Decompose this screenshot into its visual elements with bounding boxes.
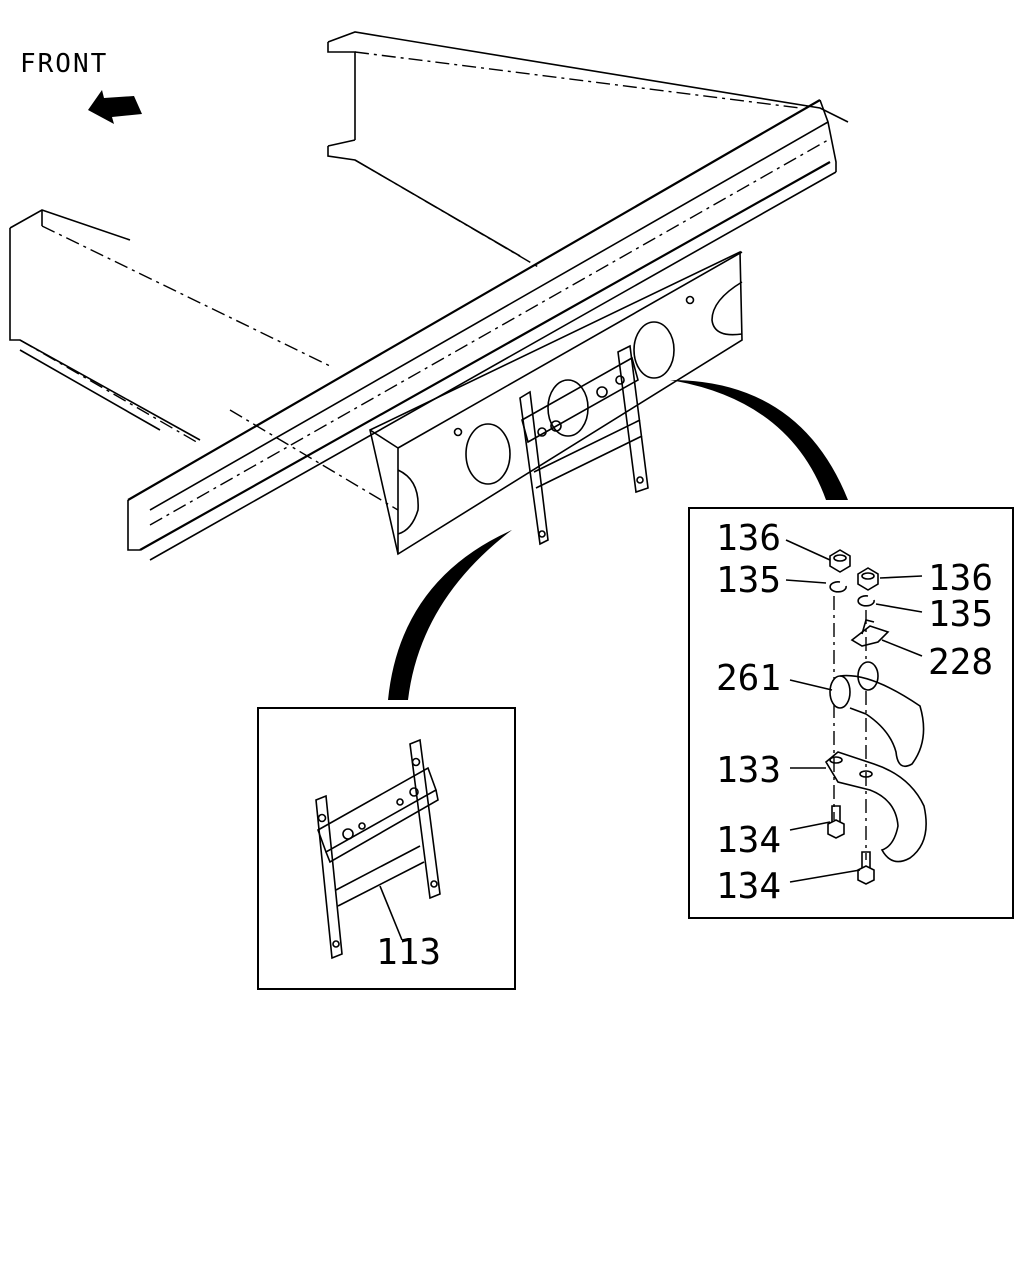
callout-228: 228 [928, 642, 993, 683]
bolt-134-right [857, 851, 875, 885]
washer-135-left [829, 581, 847, 593]
detail-box-bracket: 113 [257, 707, 516, 990]
callout-136-left: 136 [716, 518, 781, 559]
rear-cross-member [229, 250, 743, 556]
detail-box-hook: 136 136 135 135 228 261 133 134 134 [688, 507, 1014, 919]
tow-hook-133 [824, 751, 927, 863]
arrow-up-left-icon [88, 90, 142, 124]
front-indicator: FRONT [20, 49, 142, 124]
callout-261: 261 [716, 658, 781, 699]
chassis-frame [9, 31, 849, 561]
leader-arc-bracket [388, 530, 512, 700]
callout-133: 133 [716, 750, 781, 791]
side-rail-far [327, 31, 849, 269]
callout-134-lower: 134 [716, 866, 781, 907]
callout-135-left: 135 [716, 560, 781, 601]
leader-lines [785, 539, 923, 883]
cross-member-beam [127, 99, 837, 561]
frame-bracket [519, 344, 649, 546]
nut-136-left [829, 549, 851, 573]
callout-113: 113 [376, 932, 441, 973]
nut-136-right [857, 567, 879, 591]
side-rail-near [9, 209, 331, 445]
bolt-134-left [827, 805, 845, 839]
callout-134-upper: 134 [716, 820, 781, 861]
leader-arcs [388, 380, 848, 700]
sleeve-261 [829, 661, 925, 768]
callout-135-right: 135 [928, 594, 993, 635]
bracket-part-113 [315, 738, 441, 960]
washer-135-right [857, 595, 875, 607]
callout-136-right: 136 [928, 558, 993, 599]
front-label: FRONT [20, 49, 108, 79]
leader-arc-hook [670, 380, 848, 500]
